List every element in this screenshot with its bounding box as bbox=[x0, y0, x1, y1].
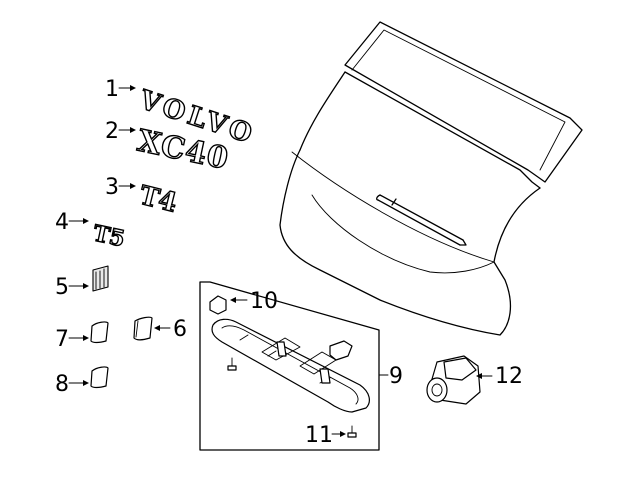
callout-11-label: 11 bbox=[305, 423, 333, 448]
callout-10-label: 10 bbox=[250, 289, 278, 314]
callout-6-label: 6 bbox=[173, 317, 187, 342]
callout-4: 4 bbox=[55, 210, 89, 235]
part-8-cap bbox=[90, 366, 109, 389]
part-5-pad bbox=[92, 265, 109, 292]
callout-10: 10 bbox=[230, 289, 278, 314]
rear-camera bbox=[426, 355, 481, 405]
callout-12: 12 bbox=[476, 364, 523, 389]
part-6-cap bbox=[133, 316, 153, 341]
callout-8: 8 bbox=[55, 372, 89, 397]
callout-3-label: 3 bbox=[105, 175, 119, 200]
callout-5-label: 5 bbox=[55, 275, 69, 300]
callout-1: 1 bbox=[105, 77, 136, 102]
callout-2: 2 bbox=[105, 119, 136, 144]
callout-5: 5 bbox=[55, 275, 89, 300]
callout-8-label: 8 bbox=[55, 372, 69, 397]
liftgate-assembly bbox=[279, 21, 583, 336]
callout-4-label: 4 bbox=[55, 210, 69, 235]
callout-7-label: 7 bbox=[55, 327, 69, 352]
callout-1-label: 1 bbox=[105, 77, 119, 102]
callout-12-label: 12 bbox=[495, 364, 523, 389]
callout-7: 7 bbox=[55, 327, 89, 352]
part-7-cap bbox=[90, 321, 109, 344]
callout-11: 11 bbox=[305, 423, 346, 448]
emblem-t4-text: T4 bbox=[136, 181, 180, 219]
callout-2-label: 2 bbox=[105, 119, 119, 144]
callout-3: 3 bbox=[105, 175, 136, 200]
emblem-t4: T4 bbox=[136, 180, 181, 220]
handle-assembly-box bbox=[199, 281, 389, 451]
emblem-t5-text: T5 bbox=[91, 220, 127, 252]
callout-9: 9 bbox=[389, 364, 403, 389]
emblem-t5: T5 bbox=[90, 220, 128, 253]
callout-9-label: 9 bbox=[389, 364, 403, 389]
callout-6: 6 bbox=[154, 317, 187, 342]
